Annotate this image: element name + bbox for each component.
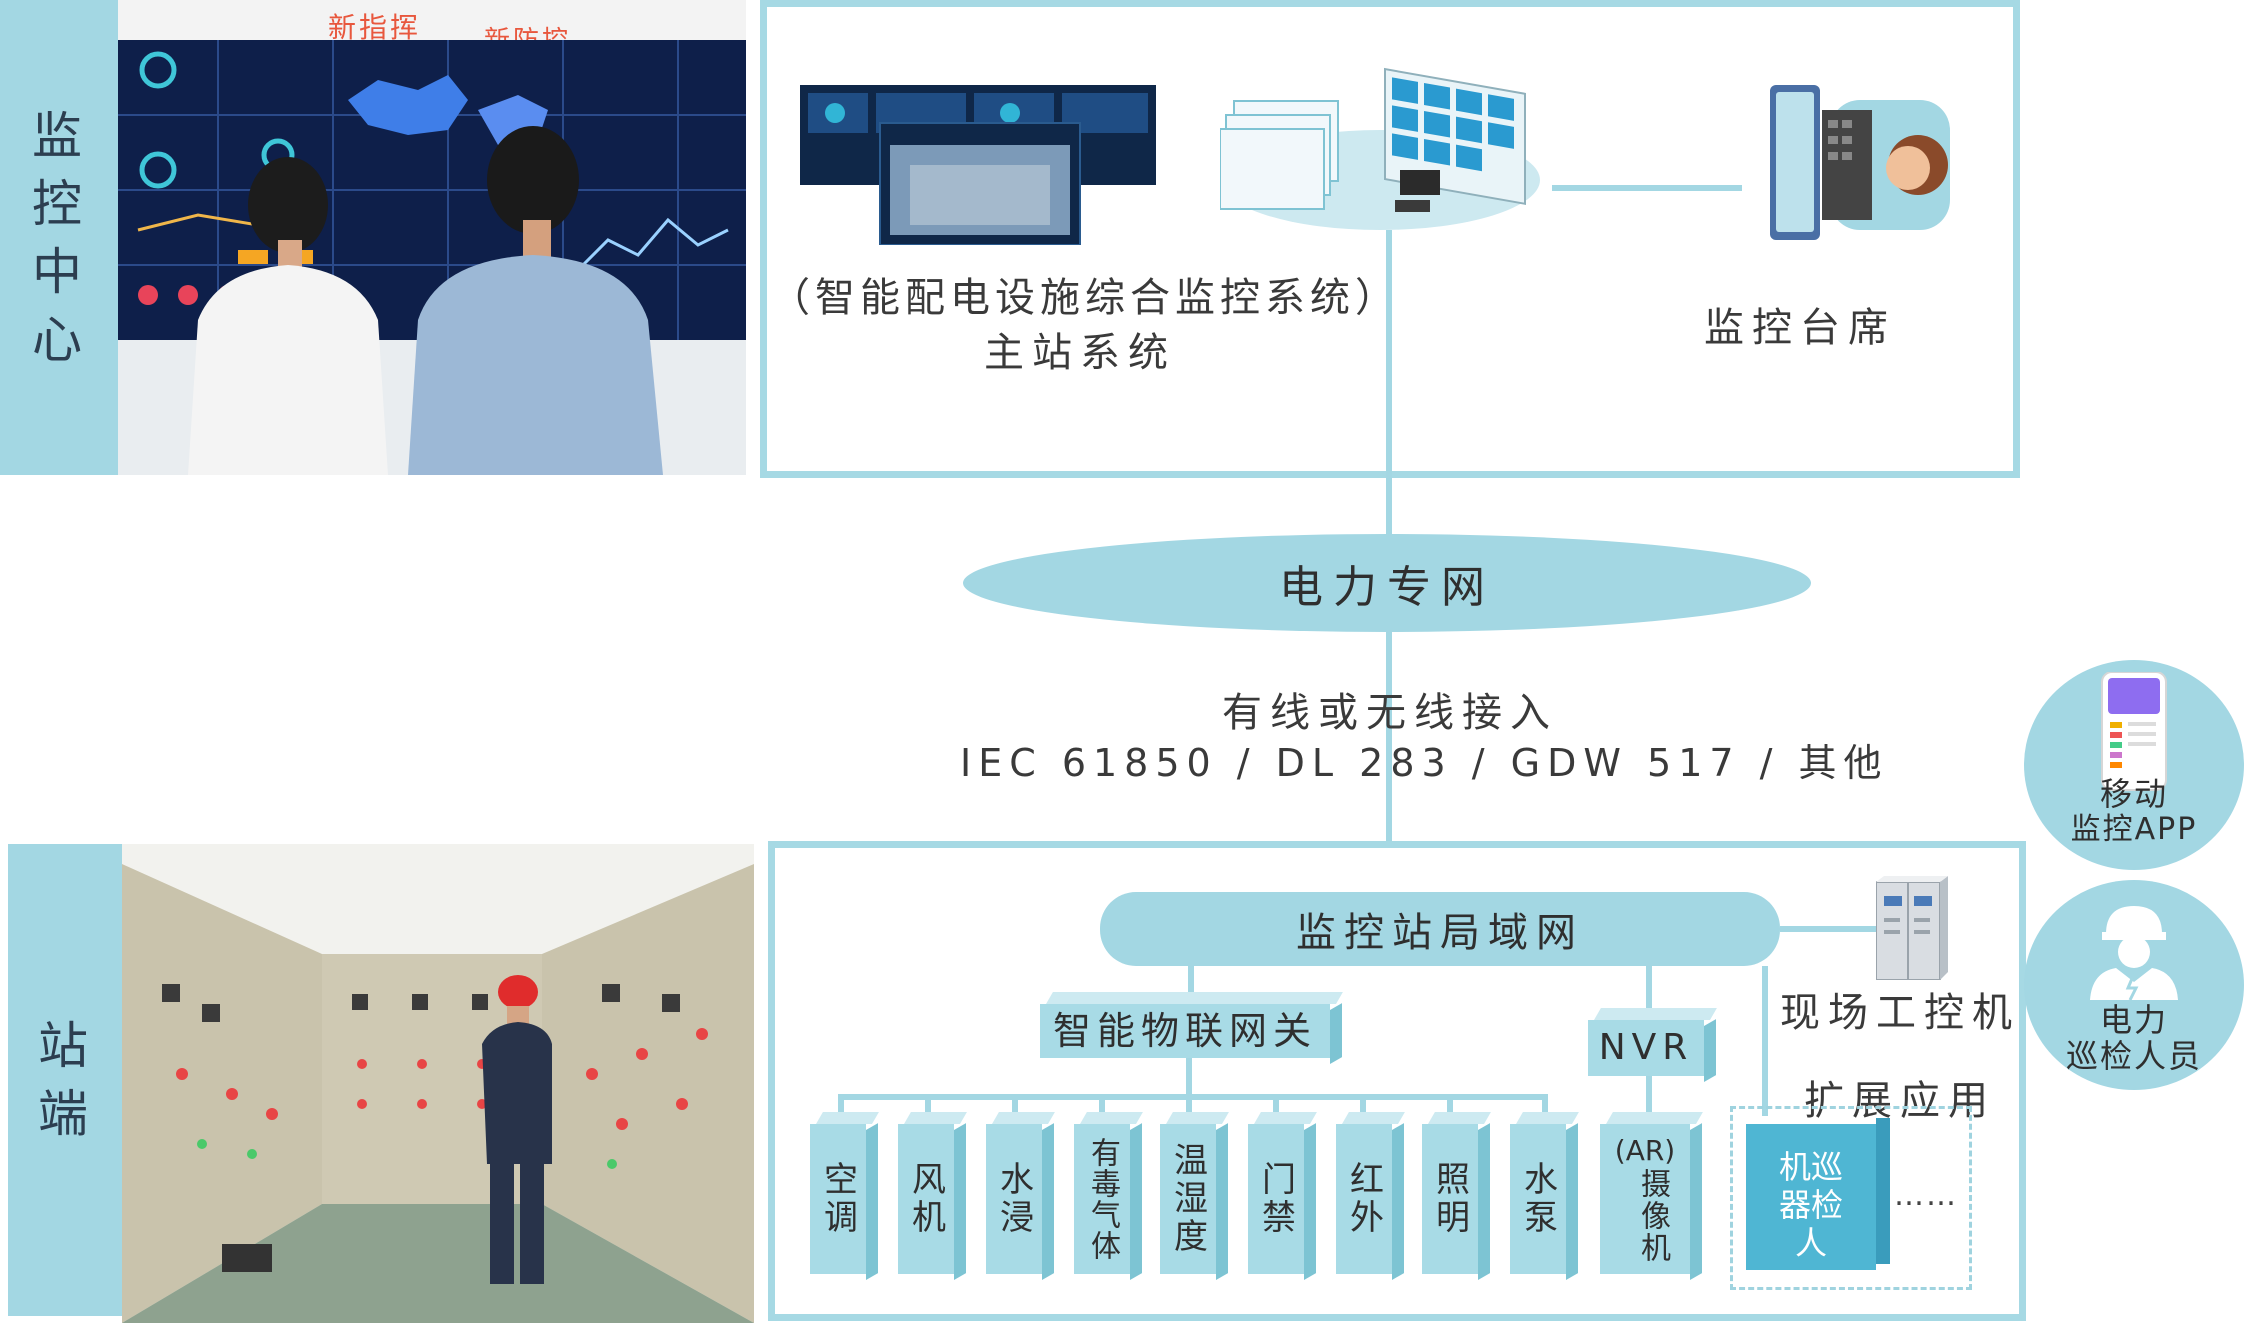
dashboard-screens-illustration — [800, 85, 1156, 245]
more-apps-ellipsis: …… — [1894, 1178, 1958, 1213]
master-station-title: （智能配电设施综合监控系统） — [770, 275, 1400, 321]
ar-camera-label-bottom: 摄像机 — [1635, 1168, 1670, 1264]
section-label-monitoring-center: 监 控 中 心 — [0, 0, 118, 475]
device-box-infrared: 红外 — [1336, 1124, 1392, 1274]
connector-line — [1552, 185, 1742, 191]
connector-line — [1186, 1058, 1192, 1096]
switchgear-room-photo — [122, 844, 754, 1323]
section-label-station: 站 端 — [8, 844, 122, 1316]
mobile-app-circle: 移动 监控APP — [2024, 660, 2244, 870]
master-station-subtitle: 主站系统 — [984, 330, 1176, 376]
robot-inspector-box: 机巡 器检 人 — [1746, 1124, 1876, 1270]
nvr-box: NVR — [1588, 1020, 1704, 1076]
control-room-photo: 新指挥 新防控 — [118, 0, 746, 475]
connector-line — [1186, 1094, 1192, 1124]
protocol-label: IEC 61850 / DL 283 / GDW 517 / 其他 — [960, 741, 1889, 785]
connector-line — [1646, 966, 1652, 1016]
connector-line — [1542, 1094, 1548, 1124]
connector-line — [1099, 1094, 1105, 1124]
station-lan-panel — [768, 841, 2026, 1321]
access-method-label: 有线或无线接入 — [1222, 690, 1558, 736]
device-box-toxic-gas: 有毒气体 — [1074, 1124, 1130, 1274]
connector-line — [1012, 1094, 1018, 1124]
section-label-char: 中 — [32, 242, 86, 301]
section-label-char: 站 — [38, 1017, 92, 1075]
console-operator-illustration — [1770, 85, 1950, 240]
mobile-phone-icon — [2101, 672, 2167, 791]
device-label: 水泵 — [1517, 1161, 1558, 1237]
console-label: 监控台席 — [1704, 305, 1896, 351]
inspector-worker-icon — [2090, 906, 2178, 1000]
device-label: 照明 — [1429, 1161, 1470, 1237]
robot-label-line3: 人 — [1794, 1224, 1827, 1262]
device-box-temp-humidity: 温湿度 — [1160, 1124, 1216, 1274]
connector-line — [1188, 966, 1194, 1002]
mobile-app-label-line1: 移动 — [2099, 775, 2168, 813]
connector-line — [1646, 1076, 1652, 1124]
connector-line — [838, 1094, 844, 1124]
device-box-fan: 风机 — [898, 1124, 954, 1274]
connector-line — [1447, 1094, 1453, 1124]
section-label-char: 心 — [32, 310, 86, 369]
power-private-network: 电力专网 — [963, 534, 1811, 632]
connector-line — [1386, 230, 1392, 552]
device-label: 门禁 — [1255, 1161, 1296, 1237]
section-label-char: 控 — [32, 174, 86, 233]
robot-box-side — [1876, 1118, 1890, 1264]
extension-apps-group — [1730, 1106, 1972, 1290]
connector-line — [1360, 1094, 1366, 1124]
inspector-label-line1: 电力 — [2099, 1001, 2168, 1039]
inspector-circle: 电力 巡检人员 — [2024, 880, 2244, 1090]
device-box-access-control: 门禁 — [1248, 1124, 1304, 1274]
device-box-water-immersion: 水浸 — [986, 1124, 1042, 1274]
device-box-ar-camera: (AR) 摄像机 — [1600, 1124, 1690, 1274]
nvr-label: NVR — [1598, 1027, 1694, 1068]
iot-gateway: 智能物联网关 — [1040, 1004, 1330, 1058]
connector-line — [1273, 1094, 1279, 1124]
device-box-lighting: 照明 — [1422, 1124, 1478, 1274]
device-box-air-conditioner: 空调 — [810, 1124, 866, 1274]
ar-camera-label-top: (AR) — [1614, 1134, 1676, 1167]
iot-gateway-label: 智能物联网关 — [1052, 1009, 1317, 1053]
connector-line — [1386, 632, 1392, 844]
servers-workstation-illustration — [1220, 67, 1540, 230]
device-box-water-pump: 水泵 — [1510, 1124, 1566, 1274]
device-label: 有毒气体 — [1085, 1137, 1120, 1261]
robot-label-line2: 器检 — [1778, 1186, 1843, 1224]
banner-left: 新指挥 — [328, 11, 422, 44]
operators — [188, 126, 663, 475]
switchgear-scene — [122, 844, 754, 1323]
device-label: 温湿度 — [1167, 1142, 1208, 1256]
device-label: 红外 — [1343, 1161, 1384, 1237]
section-label-char: 监 — [32, 106, 86, 165]
robot-label-line1: 机巡 — [1778, 1148, 1843, 1186]
industrial-pc-cabinet-icon — [1876, 876, 1948, 980]
device-label: 水浸 — [993, 1161, 1034, 1237]
industrial-pc-label: 现场工控机 — [1780, 990, 2020, 1036]
connector-line — [925, 1094, 931, 1124]
inspector-label-line2: 巡检人员 — [2065, 1037, 2202, 1075]
connector-line — [1780, 926, 1880, 932]
section-label-char: 端 — [38, 1085, 92, 1143]
station-lan: 监控站局域网 — [1100, 892, 1780, 966]
device-bus — [838, 1094, 1548, 1100]
mobile-app-label-line2: 监控APP — [2070, 812, 2198, 847]
connector-line — [1762, 966, 1768, 1116]
device-label: 风机 — [905, 1161, 946, 1237]
extension-apps-label: 扩展应用 — [1804, 1078, 1996, 1124]
device-label: 空调 — [817, 1161, 858, 1237]
